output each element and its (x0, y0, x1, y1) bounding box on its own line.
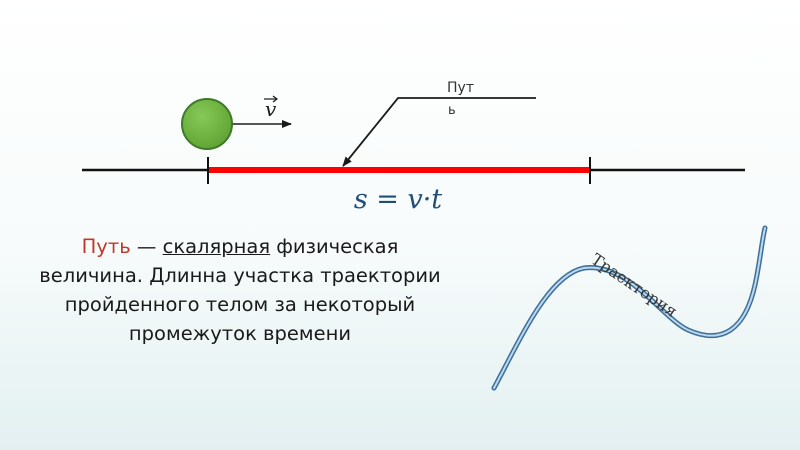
definition-underlined: скалярная (162, 235, 271, 258)
formula: s = v·t (354, 184, 442, 215)
definition-rest: физическая величина. Длинна участка трае… (39, 235, 441, 345)
path-callout-label-line1: Пут (447, 80, 474, 96)
ball (181, 98, 233, 150)
path-callout-line (342, 97, 536, 167)
definition-term: Путь (81, 235, 131, 258)
trajectory-label: Траектория (588, 250, 681, 321)
trajectory-curve (491, 225, 768, 391)
trajectory-curve-inner (493, 227, 766, 389)
velocity-label: v (265, 97, 277, 121)
velocity-vector-tip (272, 95, 278, 103)
definition-dash: — (130, 235, 163, 258)
path-callout-label-line2: ь (448, 103, 456, 118)
definition-text: Путь — скалярная физическая величина. Дл… (30, 232, 450, 348)
